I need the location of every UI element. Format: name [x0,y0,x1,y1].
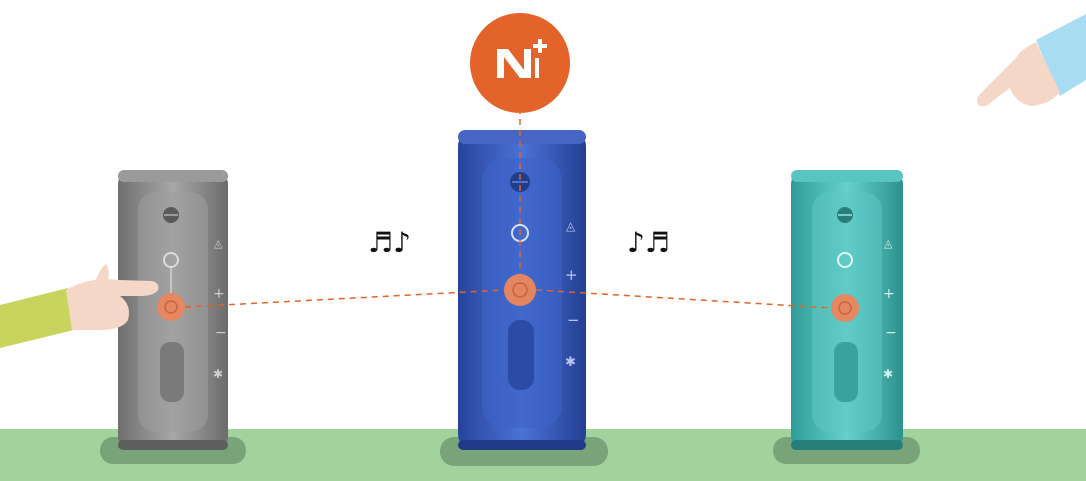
svg-text:+: + [213,286,225,302]
svg-text:◬: ◬ [214,237,223,250]
svg-text:◬: ◬ [884,237,893,250]
bluetooth-button-icon[interactable] [837,252,853,268]
link-line-left [184,289,505,308]
svg-text:−: − [885,325,897,341]
connect-plus-icon [470,13,570,113]
connect-button-right[interactable] [831,294,859,322]
svg-text:✱: ✱ [565,355,576,370]
connection-lines [184,108,832,309]
bluetooth-button-icon[interactable] [163,252,179,268]
speaker-center[interactable]: ◬ + − ✱ [458,130,586,450]
svg-text:−: − [215,325,227,341]
speaker-right[interactable]: ◬ + − ✱ [791,170,903,450]
music-notes-icon: ♪♬ [627,226,670,259]
speaker-left[interactable]: ◬ + − ✱ [118,170,228,450]
svg-text:✱: ✱ [213,367,223,381]
connect-button-left[interactable] [157,293,185,321]
sleeve-right [1036,14,1086,96]
link-line-right [535,289,832,309]
hand-right [977,14,1086,107]
svg-text:+: + [565,266,578,284]
svg-text:◬: ◬ [566,219,576,233]
sleeve-left [0,288,74,348]
hand-left [0,264,159,348]
svg-text:−: − [567,311,580,329]
svg-text:✱: ✱ [883,367,893,381]
music-notes-icon: ♬♪ [368,226,411,259]
svg-text:+: + [883,286,895,302]
connect-button-center[interactable] [504,274,536,306]
